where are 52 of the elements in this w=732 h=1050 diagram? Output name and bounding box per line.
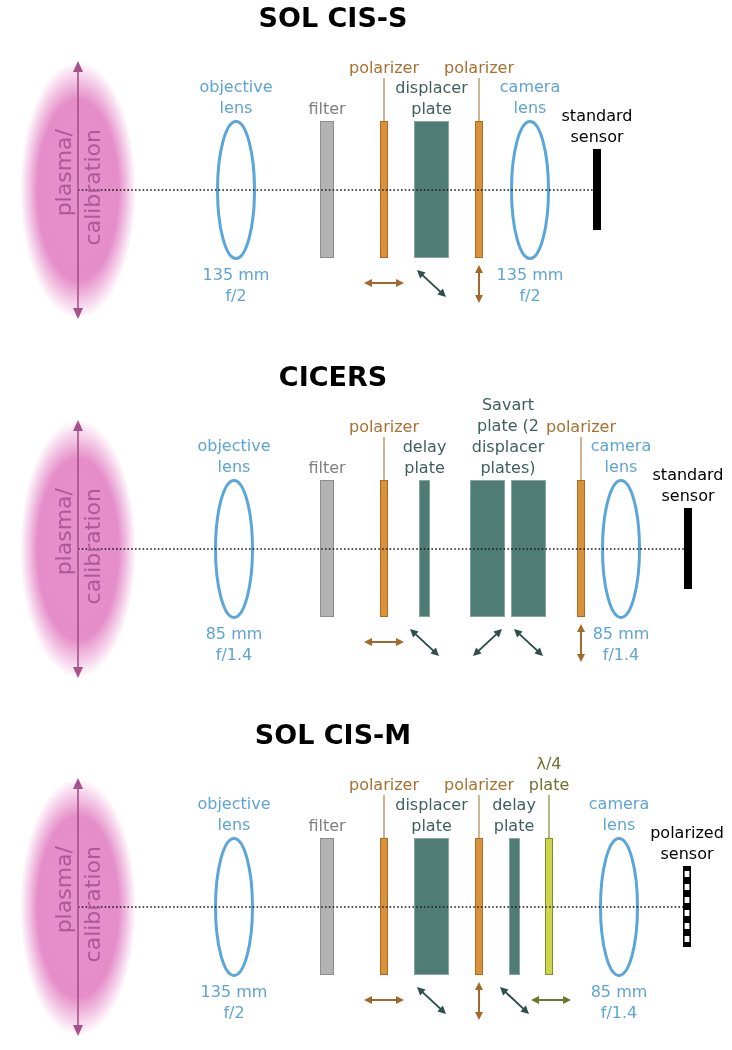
panel-title: CICERS	[278, 361, 388, 393]
panel-title: SOL CIS-S	[258, 2, 408, 34]
crystal-plate	[470, 480, 505, 617]
plate-label: polarizer	[443, 57, 515, 78]
polarizer-plate	[380, 480, 388, 617]
lens-spec: 135 mm f/2	[199, 981, 269, 1023]
polarizer-plate	[380, 121, 388, 258]
leader-line	[580, 436, 582, 481]
plate-label: Savart plate (2 displacer plates)	[471, 394, 545, 478]
plate-label: displacer plate	[394, 794, 469, 836]
wave-plate	[545, 838, 553, 975]
sensor-label: polarized sensor	[650, 822, 724, 864]
plate-label: filter	[307, 457, 347, 478]
plate-label: filter	[307, 815, 347, 836]
lens-label: camera lens	[588, 793, 650, 835]
plate-label: λ/4 plate	[528, 753, 570, 795]
lens-spec: 135 mm f/2	[201, 264, 271, 306]
leader-line	[548, 794, 550, 839]
lens-spec: 85 mm f/1.4	[204, 623, 264, 665]
plate-label: filter	[307, 98, 347, 119]
leader-line	[478, 77, 480, 122]
plate-label: polarizer	[443, 774, 515, 795]
source-label: plasma/ calibration	[50, 129, 106, 248]
plate-label: delay plate	[491, 794, 537, 836]
lens-label: camera lens	[499, 76, 561, 118]
lens-spec: 85 mm f/1.4	[589, 981, 649, 1023]
lens-spec: 85 mm f/1.4	[592, 623, 650, 665]
leader-line	[383, 77, 385, 122]
sensor-label: standard sensor	[561, 105, 633, 147]
leader-line	[478, 794, 480, 839]
polarizer-plate	[475, 121, 483, 258]
leader-line	[383, 794, 385, 839]
plate-label: polarizer	[348, 57, 420, 78]
source-label: plasma/ calibration	[50, 846, 106, 965]
polarizer-plate	[577, 480, 585, 617]
plate-label: polarizer	[545, 416, 617, 437]
lens-label: camera lens	[590, 435, 652, 477]
polarizer-plate	[475, 838, 483, 975]
lens-spec: 135 mm f/2	[495, 264, 565, 306]
plate-label: displacer plate	[394, 77, 469, 119]
polarizer-plate	[380, 838, 388, 975]
lens-label: objective lens	[198, 76, 274, 118]
lens-label: objective lens	[196, 793, 272, 835]
panel-title: SOL CIS-M	[254, 719, 412, 751]
lens-label: objective lens	[196, 435, 272, 477]
leader-line	[383, 436, 385, 481]
sensor-label: standard sensor	[652, 464, 724, 506]
plate-label: polarizer	[348, 774, 420, 795]
plate-label: polarizer	[348, 416, 420, 437]
plate-label: delay plate	[401, 436, 448, 478]
crystal-plate	[511, 480, 546, 617]
source-label: plasma/ calibration	[50, 488, 106, 607]
